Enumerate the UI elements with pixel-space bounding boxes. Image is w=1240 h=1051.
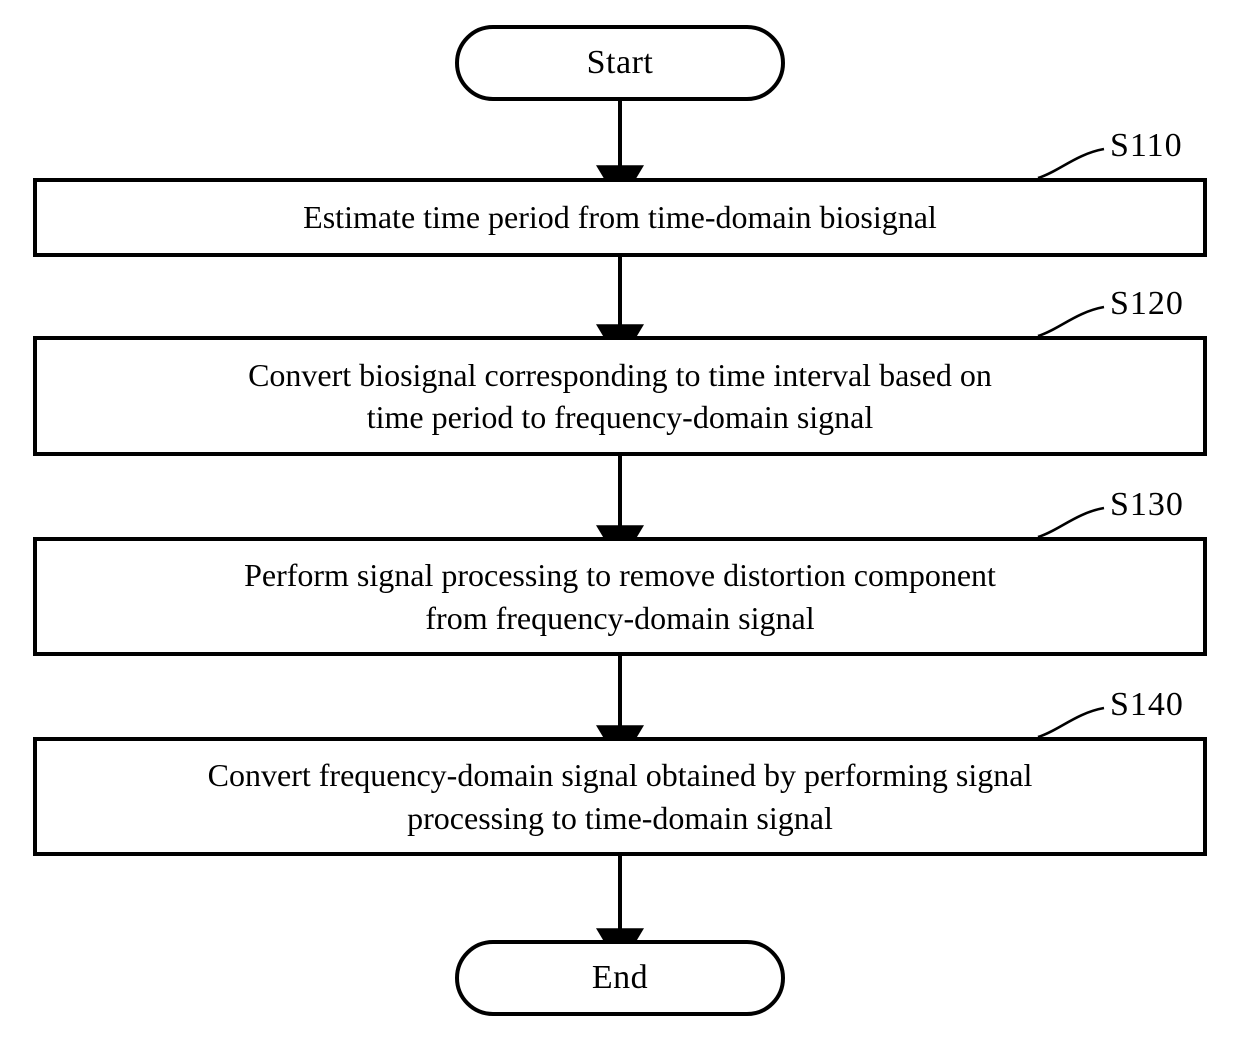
step-ref-s110: S110 bbox=[1110, 127, 1183, 164]
process-node-s130-label: Perform signal processing to remove dist… bbox=[244, 557, 996, 636]
step-ref-s120: S120 bbox=[1110, 285, 1184, 322]
step-ref-s130: S130 bbox=[1110, 486, 1184, 523]
end-node[interactable]: End bbox=[455, 940, 785, 1016]
start-node-label: Start bbox=[586, 44, 654, 82]
leader-line-s140 bbox=[1037, 706, 1105, 739]
process-node-s140-label: Convert frequency-domain signal obtained… bbox=[207, 757, 1033, 836]
end-node-label: End bbox=[591, 959, 649, 997]
process-node-s130[interactable]: Perform signal processing to remove dist… bbox=[33, 537, 1207, 656]
process-node-s120-label: Convert biosignal corresponding to time … bbox=[248, 356, 992, 435]
process-node-s140[interactable]: Convert frequency-domain signal obtained… bbox=[33, 737, 1207, 856]
process-node-s120[interactable]: Convert biosignal corresponding to time … bbox=[33, 336, 1207, 456]
process-node-s110[interactable]: Estimate time period from time-domain bi… bbox=[33, 178, 1207, 257]
step-ref-s140: S140 bbox=[1110, 686, 1184, 723]
leader-line-s120 bbox=[1037, 305, 1105, 338]
leader-line-s110 bbox=[1037, 147, 1105, 180]
process-node-s110-label: Estimate time period from time-domain bi… bbox=[303, 199, 937, 236]
start-node[interactable]: Start bbox=[455, 25, 785, 101]
leader-line-s130 bbox=[1037, 506, 1105, 539]
